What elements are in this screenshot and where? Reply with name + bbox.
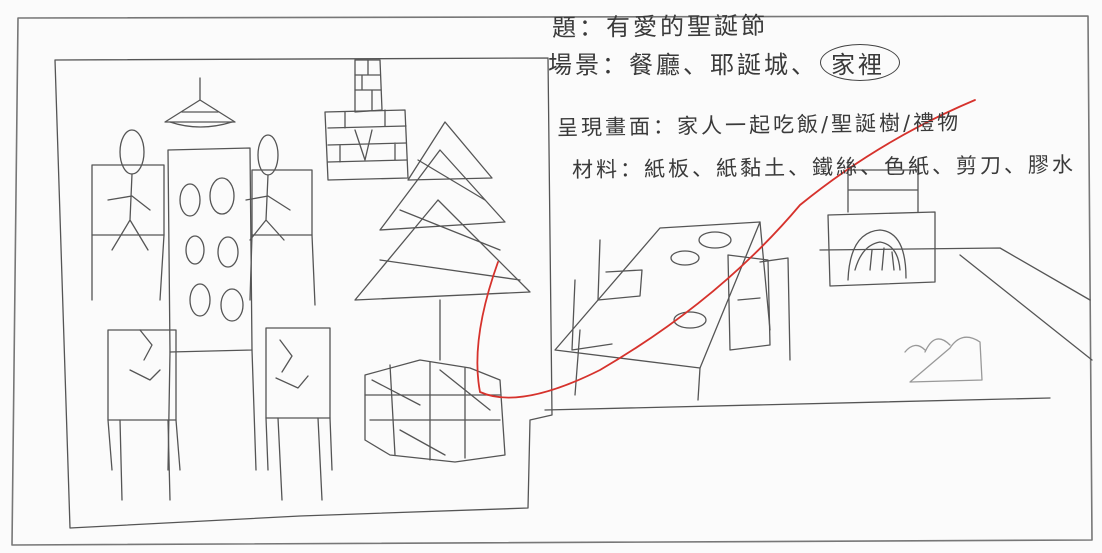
scene-option: 餐廳 [629, 51, 683, 79]
scene-line: 場景：餐廳、耶誕城、家裡 [548, 44, 900, 81]
room-floor-line [544, 254, 1093, 411]
pendant-lamp [164, 77, 236, 128]
theme-text: 有愛的聖誕節 [605, 11, 769, 42]
left-panel [54, 57, 553, 529]
visual-label: 呈現畫面： [556, 114, 678, 140]
visual-text: 家人一起吃飯/聖誕樹/禮物 [676, 110, 962, 139]
brick-chimney [324, 59, 409, 181]
visual-line: 呈現畫面：家人一起吃飯/聖誕樹/禮物 [557, 106, 962, 142]
gift-boxes [364, 359, 506, 463]
theme-label: 題： [551, 13, 607, 42]
red-annotation-line [476, 99, 976, 399]
plate-cabinet [167, 147, 257, 471]
small-presents [904, 336, 983, 383]
scene-selected-circled: 家裡 [820, 44, 900, 81]
theme-line: 題：有愛的聖誕節 [552, 6, 768, 43]
outer-frame [11, 15, 1093, 546]
dining-table [554, 221, 791, 401]
materials-line: 材料：紙板、紙黏土、鐵絲、色紙、剪刀、膠水 [572, 149, 1076, 184]
fireplace [827, 159, 936, 287]
back-wall [819, 247, 1091, 301]
scene-option: 耶誕城 [710, 51, 791, 79]
materials-text: 紙板、紙黏土、鐵絲、色紙、剪刀、膠水 [643, 152, 1077, 182]
stick-figure-seated [107, 329, 181, 501]
materials-label: 材料： [571, 157, 645, 182]
scene-label: 場景： [548, 51, 629, 79]
christmas-tree [354, 121, 531, 361]
stick-figure-standing [245, 134, 316, 306]
stick-figure-standing [91, 129, 165, 301]
stick-figure-seated [265, 327, 333, 501]
